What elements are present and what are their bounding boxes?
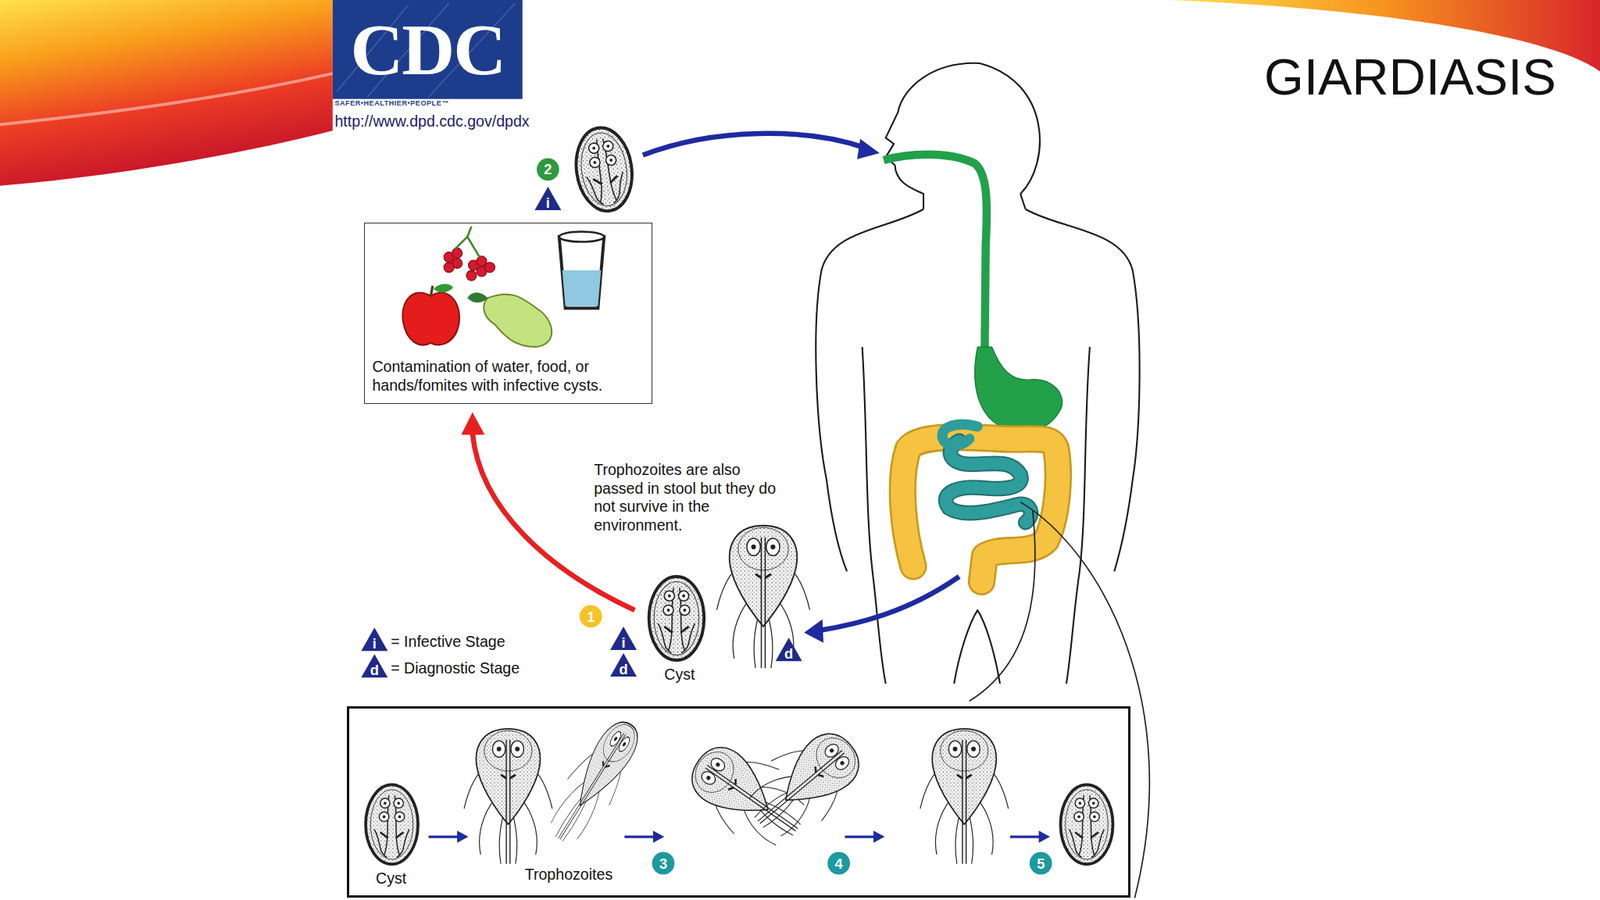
trophozoite-drawing: [716, 525, 810, 668]
flow-arrow: [642, 133, 866, 156]
apple-leaf: [433, 284, 454, 293]
legend-text: = Infective Stage: [390, 632, 505, 652]
pear-leaf: [467, 292, 488, 303]
berry-drupelet: [466, 270, 477, 281]
raspberries: [443, 247, 495, 281]
note-text: Trophozoites are also passed in stool bu…: [593, 460, 788, 535]
arrow-head: [653, 830, 665, 843]
torso-outline: [862, 346, 886, 684]
arrow-head: [1039, 830, 1050, 843]
stage-triangle: [360, 627, 388, 651]
stage-triangle: [610, 626, 637, 650]
arrow-head: [873, 830, 885, 843]
stage-mark: i: [372, 636, 377, 651]
apple: [402, 292, 460, 346]
corner-swoosh: [0, 0, 333, 186]
source-text: Contamination of water, food, or hands/f…: [371, 357, 646, 396]
arrow-head: [457, 830, 468, 843]
callout-number: 2: [543, 162, 552, 177]
apple-stem: [430, 285, 433, 297]
arrow-head: [857, 139, 880, 160]
stage-mark: i: [546, 196, 550, 211]
stomach: [975, 346, 1063, 432]
legend-text: = Diagnostic Stage: [390, 659, 520, 679]
stage-triangle: [360, 653, 388, 678]
url-text: http://www.dpd.cdc.gov/dpdx: [334, 112, 529, 132]
head-outline: [885, 63, 1040, 210]
water: [562, 270, 602, 307]
stage-label: Cyst: [375, 869, 407, 889]
logo-background: [332, 0, 523, 100]
stage-box: Cyst Trophozoites: [346, 706, 1131, 899]
callout-circle: [1029, 852, 1053, 875]
swoosh-highlight: [0, 73, 333, 125]
logo-tagline: SAFER•HEALTHIER•PEOPLE™: [334, 99, 522, 108]
leg-outline: [953, 610, 1000, 684]
human-outline: [815, 63, 1140, 684]
small-intestine-edge: [946, 440, 1032, 522]
callout-number: 3: [659, 856, 668, 871]
flow-arrow: [818, 576, 960, 631]
callout-circle: [652, 852, 675, 875]
dividing-trophozoite: [733, 715, 876, 854]
neck-outline: [1020, 193, 1026, 210]
stage-arrow: [428, 835, 1042, 838]
callout-number: 5: [1036, 856, 1045, 871]
cyst-drawing: [1060, 784, 1114, 865]
berry-drupelet: [484, 262, 495, 273]
torso-outline: [1066, 346, 1090, 684]
duodenum: [942, 424, 978, 446]
slide-title: GIARDIASIS: [1264, 46, 1557, 108]
logo-text: CDC: [332, 0, 523, 100]
callout-circle: [536, 157, 560, 181]
callout-circle: [827, 852, 850, 875]
cyst-drawing: [365, 784, 418, 865]
source-box: Contamination of water, food, or hands/f…: [364, 222, 652, 404]
pear: [483, 294, 552, 347]
trophozoite-drawing: [464, 728, 553, 865]
esophagus: [883, 154, 987, 353]
glass-rim: [559, 231, 604, 242]
small-intestine: [946, 440, 1032, 522]
stage-mark: d: [370, 663, 379, 678]
stage-label: Trophozoites: [525, 865, 613, 885]
arrow-head: [803, 619, 824, 643]
stage-mark: d: [784, 646, 793, 661]
stage-triangle: [534, 186, 561, 211]
stage-triangle: [610, 653, 637, 677]
berry-drupelet: [452, 247, 463, 258]
glass: [559, 236, 604, 308]
arrow-head: [460, 412, 485, 436]
logo-box: CDCSAFER•HEALTHIER•PEOPLE™: [332, 0, 523, 111]
trophozoite-side-drawing: [538, 711, 652, 853]
trophozoite-drawing: [920, 728, 1009, 865]
callout-circle: [579, 605, 603, 629]
berry-drupelet: [443, 262, 454, 273]
berry-stem: [455, 226, 480, 258]
stage-label: Cyst: [664, 665, 695, 685]
stage-mark: i: [621, 635, 625, 650]
stage-mark: d: [618, 662, 628, 677]
cyst-drawing: [571, 124, 638, 215]
cyst-drawing: [649, 576, 705, 661]
stage-triangle: [775, 637, 803, 661]
callout-number: 4: [835, 856, 843, 871]
leader-line: [969, 510, 1036, 701]
callout-number: 1: [586, 609, 595, 624]
